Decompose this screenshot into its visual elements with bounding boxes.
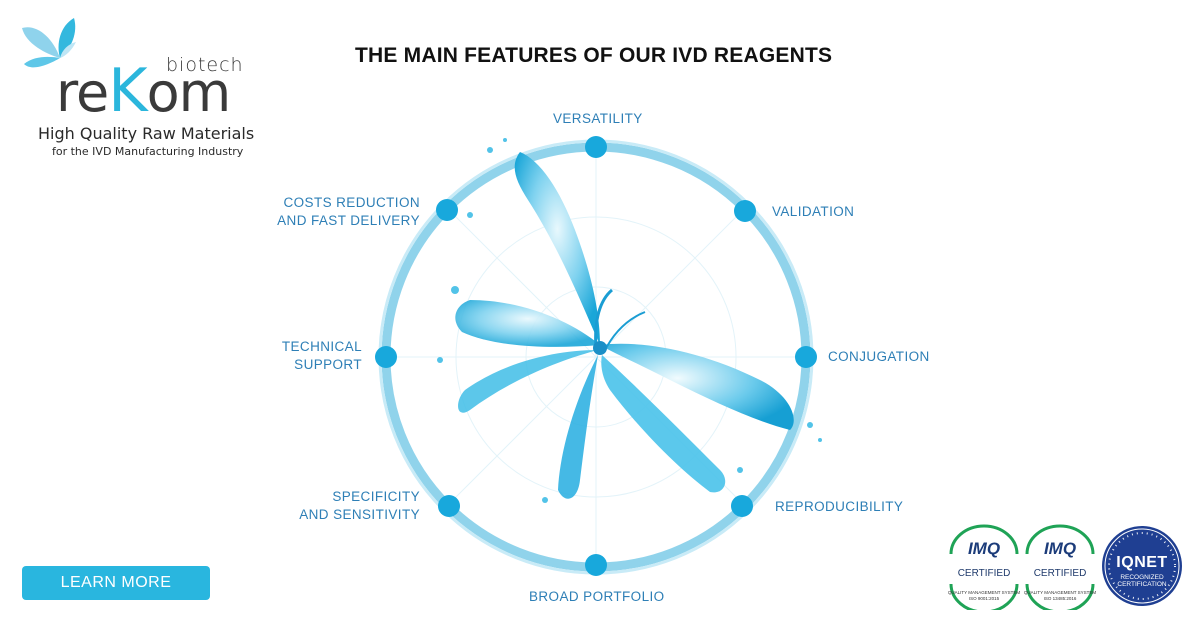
dot-validation [734,200,756,222]
brand-sub: biotech [166,54,244,76]
dot-costs-reduction [436,199,458,221]
feature-specificity: SPECIFICITY AND SENSITIVITY [290,488,420,524]
brand-tagline: High Quality Raw Materials [38,124,255,143]
page-title: THE MAIN FEATURES OF OUR IVD REAGENTS [355,44,833,67]
brand-logo[interactable]: biotech reKom High Quality Raw Materials… [16,14,256,164]
dot-versatility [585,136,607,158]
imq-standard-label: ISO 9001:2015 [968,596,1000,601]
feature-reproducibility: REPRODUCIBILITY [775,499,904,514]
feature-costs-reduction: COSTS REDUCTION AND FAST DELIVERY [260,194,420,230]
iqnet-line1: RECOGNIZED [1120,574,1164,581]
feature-technical-support: TECHNICAL SUPPORT [250,338,362,374]
dot-specificity [438,495,460,517]
feature-versatility: VERSATILITY [553,111,643,126]
imq-standard-label: ISO 13485:2016 [1043,596,1077,601]
learn-more-button[interactable]: LEARN MORE [22,566,210,600]
imq-system-label: QUALITY MANAGEMENT SYSTEM [1023,590,1097,595]
imq-logo: IMQ [967,539,1001,558]
feature-specificity-line2: AND SENSITIVITY [299,507,420,522]
feature-broad-portfolio: BROAD PORTFOLIO [529,589,665,604]
brand-name-k: K [108,56,147,126]
feature-technical-line2: SUPPORT [294,357,362,372]
imq-certification-badge: IMQ CERTIFIED QUALITY MANAGEMENT SYSTEM … [945,524,1023,610]
brand-tagline-sub: for the IVD Manufacturing Industry [52,145,244,158]
imq-system-label: QUALITY MANAGEMENT SYSTEM [947,590,1021,595]
feature-costs-line2: AND FAST DELIVERY [277,213,420,228]
water-butterfly-illustration [437,138,822,503]
iqnet-dots-icon [1104,528,1180,604]
imq-certified-label: CERTIFIED [957,568,1011,579]
iqnet-line2: CERTIFICATION [1117,581,1167,588]
feature-specificity-line1: SPECIFICITY [332,489,420,504]
dot-broad-portfolio [585,554,607,576]
dot-technical-support [375,346,397,368]
imq-logo: IMQ [1043,539,1077,558]
butterfly-icon [22,18,76,68]
feature-costs-line1: COSTS REDUCTION [283,195,420,210]
dot-conjugation [795,346,817,368]
brand-name: reKom [56,61,231,121]
iqnet-certification-badge: IQNET RECOGNIZED CERTIFICATION [1102,526,1182,606]
feature-technical-line1: TECHNICAL [281,339,362,354]
brand-name-pre: re [56,61,109,124]
imq-seal-icon [1025,524,1095,610]
dot-reproducibility [731,495,753,517]
imq-certification-badge-2: IMQ CERTIFIED QUALITY MANAGEMENT SYSTEM … [1021,524,1099,610]
feature-conjugation: CONJUGATION [828,349,930,364]
iqnet-subtitle: RECOGNIZED CERTIFICATION [1102,574,1182,588]
iqnet-logo: IQNET [1116,554,1168,571]
feature-validation: VALIDATION [772,204,855,219]
imq-certified-label: CERTIFIED [1033,568,1087,579]
imq-seal-icon [949,524,1019,610]
brand-name-post: om [146,61,232,124]
